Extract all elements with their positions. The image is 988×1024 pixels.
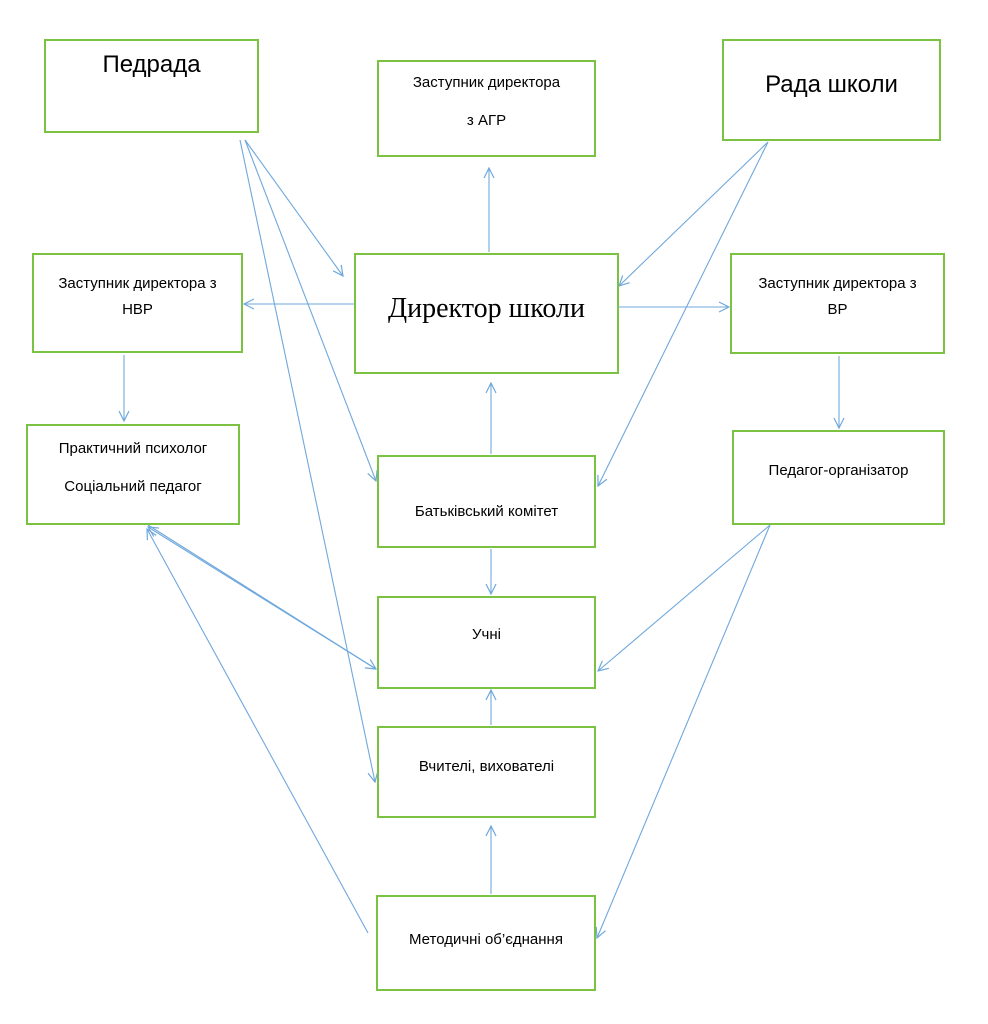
node-parents-committee-label: Батьківський комітет [414,503,559,520]
node-school-director-label: Директор школи [388,293,585,324]
arrow-pedrada-to-director [244,139,343,276]
node-school-council-label: Рада школи [765,71,898,98]
node-deputy-director-nvr-line2: НВР [122,301,153,318]
arrow-methodical-to-psychologist [147,529,369,934]
node-school-council: Рада школи [722,39,941,141]
node-pedrada-label: Педрада [102,51,201,78]
node-deputy-director-agr-line1: Заступник директора [412,74,561,91]
node-school-director: Директор школи [354,253,619,374]
arrow-pedrada-to-teachers [239,139,375,782]
node-deputy-director-nvr: Заступник директора з НВР [32,253,243,353]
node-teachers-educators: Вчителі, вихователі [377,726,596,818]
arrow-organizer-to-pupils [598,524,771,671]
node-pedagogue-organizer-label: Педагог-організатор [768,462,909,479]
node-psychologist-line1: Практичний психолог [58,440,208,457]
node-methodical-associations-label: Методичні об’єднання [409,931,563,948]
arrow-pedrada-to-parents [244,139,376,481]
node-pupils: Учні [377,596,596,689]
node-deputy-director-agr-line2: з АГР [466,112,507,129]
node-psychologist-social-pedagogue: Практичний психолог Соціальний педагог [26,424,240,525]
arrow-rada-to-parents [598,141,769,486]
arrow-rada-to-director [619,141,769,286]
node-pedagogue-organizer: Педагог-організатор [732,430,945,525]
node-teachers-educators-label: Вчителі, вихователі [418,758,555,775]
node-deputy-director-vr-line1: Заступник директора з [758,275,917,292]
node-deputy-director-agr: Заступник директора з АГР [377,60,596,157]
node-pedrada: Педрада [44,39,259,133]
node-psychologist-line2: Соціальний педагог [64,478,202,495]
node-pupils-label: Учні [472,626,501,643]
node-deputy-director-vr-line2: ВР [827,301,848,318]
node-deputy-director-vr: Заступник директора з ВР [730,253,945,354]
node-parents-committee: Батьківський комітет [377,455,596,548]
arrow-pupils-to-psychologist [148,527,377,670]
arrow-organizer-to-methodical [597,524,771,938]
node-methodical-associations: Методичні об’єднання [376,895,596,991]
node-deputy-director-nvr-line1: Заступник директора з [58,275,217,292]
